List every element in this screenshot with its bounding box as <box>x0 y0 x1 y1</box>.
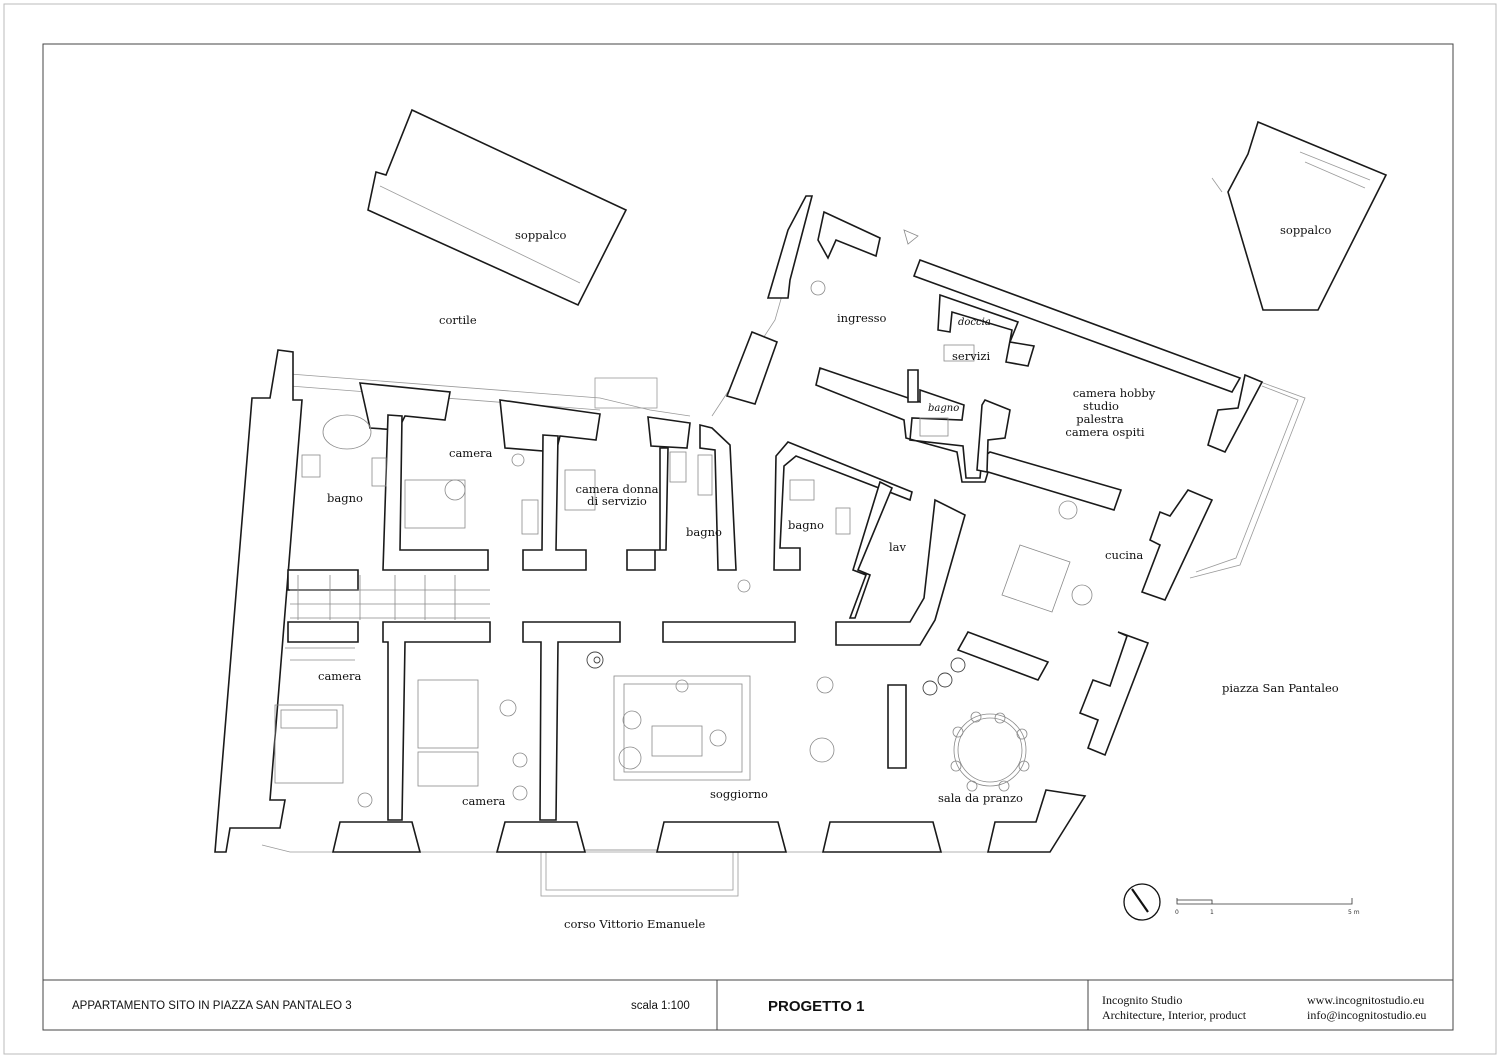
label-camera-donna: camera donna <box>576 482 659 496</box>
scale-tick-0: 0 <box>1175 909 1179 916</box>
label-bagno-right: bagno <box>788 518 824 532</box>
plants <box>586 651 966 696</box>
soppalco-left-outline <box>367 108 628 307</box>
studio-website: www.incognitostudio.eu <box>1307 993 1424 1007</box>
label-studio: studio <box>1083 399 1119 413</box>
label-ingresso: ingresso <box>837 311 887 325</box>
room-labels: soppalco cortile ingresso doccia servizi… <box>318 223 1332 808</box>
label-camera-top: camera <box>449 446 493 460</box>
drawing-frame <box>42 43 1454 1031</box>
label-corso: corso Vittorio Emanuele <box>564 917 705 931</box>
label-bagno-left: bagno <box>327 491 363 505</box>
label-soppalco-right: soppalco <box>1280 223 1332 237</box>
label-bagno-center: bagno <box>686 525 722 539</box>
label-camera-ospiti: camera ospiti <box>1065 425 1145 439</box>
label-servizi: servizi <box>952 349 990 363</box>
drawing-name: PROGETTO 1 <box>768 998 864 1015</box>
label-soppalco-left: soppalco <box>515 228 567 242</box>
title-block: APPARTAMENTO SITO IN PIAZZA SAN PANTALEO… <box>72 993 1426 1022</box>
label-cucina: cucina <box>1105 548 1143 562</box>
project-title: APPARTAMENTO SITO IN PIAZZA SAN PANTALEO… <box>72 1000 352 1012</box>
walls <box>214 195 1264 853</box>
studio-tagline: Architecture, Interior, product <box>1102 1008 1247 1022</box>
studio-email: info@incognitostudio.eu <box>1307 1008 1426 1022</box>
scale-tick-5m: 5 m <box>1348 909 1360 916</box>
label-palestra: palestra <box>1076 412 1124 426</box>
label-camera-hobby: camera hobby <box>1073 386 1156 400</box>
label-camera-bottom: camera <box>462 794 506 808</box>
label-doccia: doccia <box>958 317 991 328</box>
furniture <box>274 229 1093 808</box>
label-bagno-small: bagno <box>928 403 959 414</box>
soppalco-right-outline <box>1211 120 1388 311</box>
outer-frame <box>3 3 1497 1055</box>
north-arrow-icon <box>1123 883 1161 921</box>
label-lav: lav <box>889 540 907 554</box>
label-piazza: piazza San Pantaleo <box>1222 681 1339 695</box>
label-sala-da-pranzo: sala da pranzo <box>938 791 1023 805</box>
label-soggiorno: soggiorno <box>710 787 768 801</box>
label-di-servizio: di servizio <box>587 494 647 508</box>
label-camera-bottom-left: camera <box>318 669 362 683</box>
scale-text: scala 1:100 <box>631 1000 690 1012</box>
label-cortile: cortile <box>439 313 477 327</box>
studio-name: Incognito Studio <box>1102 993 1182 1007</box>
scale-bar: 0 1 5 m <box>1175 898 1360 916</box>
scale-tick-1: 1 <box>1210 909 1214 916</box>
